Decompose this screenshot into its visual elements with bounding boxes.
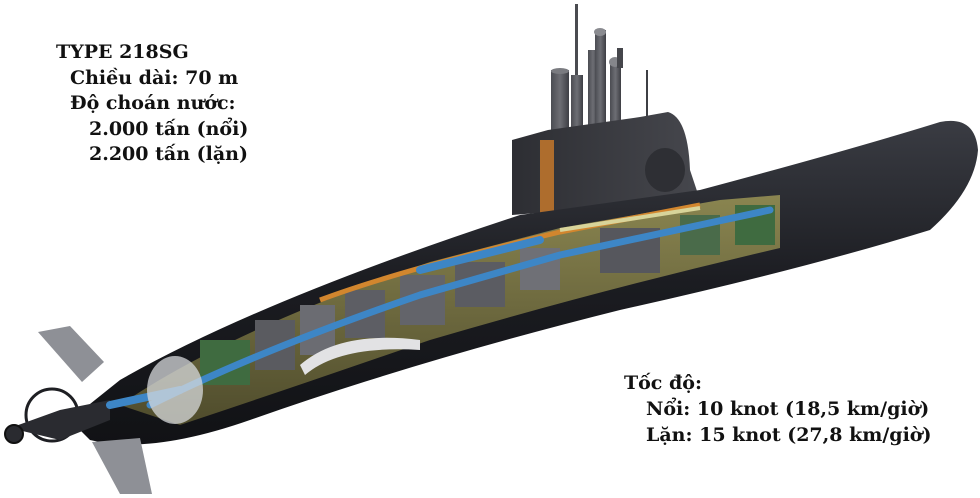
specs-panel: TYPE 218SG Chiều dài: 70 m Độ choán nước… xyxy=(56,40,248,168)
speed-surfaced: Nổi: 10 knot (18,5 km/giờ) xyxy=(646,398,930,420)
specs-displacement-submerged: 2.200 tấn (lặn) xyxy=(89,143,248,165)
stern-assembly xyxy=(4,326,203,494)
specs-displacement-surfaced: 2.000 tấn (nổi) xyxy=(89,117,249,140)
sail xyxy=(512,112,700,215)
specs-displacement-label: Độ choán nước: xyxy=(70,92,236,114)
specs-title: TYPE 218SG xyxy=(56,41,189,63)
specs-length: Chiều dài: 70 m xyxy=(70,66,239,89)
speed-label: Tốc độ: xyxy=(624,372,702,394)
speed-panel: Tốc độ: Nổi: 10 knot (18,5 km/giờ) Lặn: … xyxy=(624,370,931,448)
speed-submerged: Lặn: 15 knot (27,8 km/giờ) xyxy=(646,424,932,446)
